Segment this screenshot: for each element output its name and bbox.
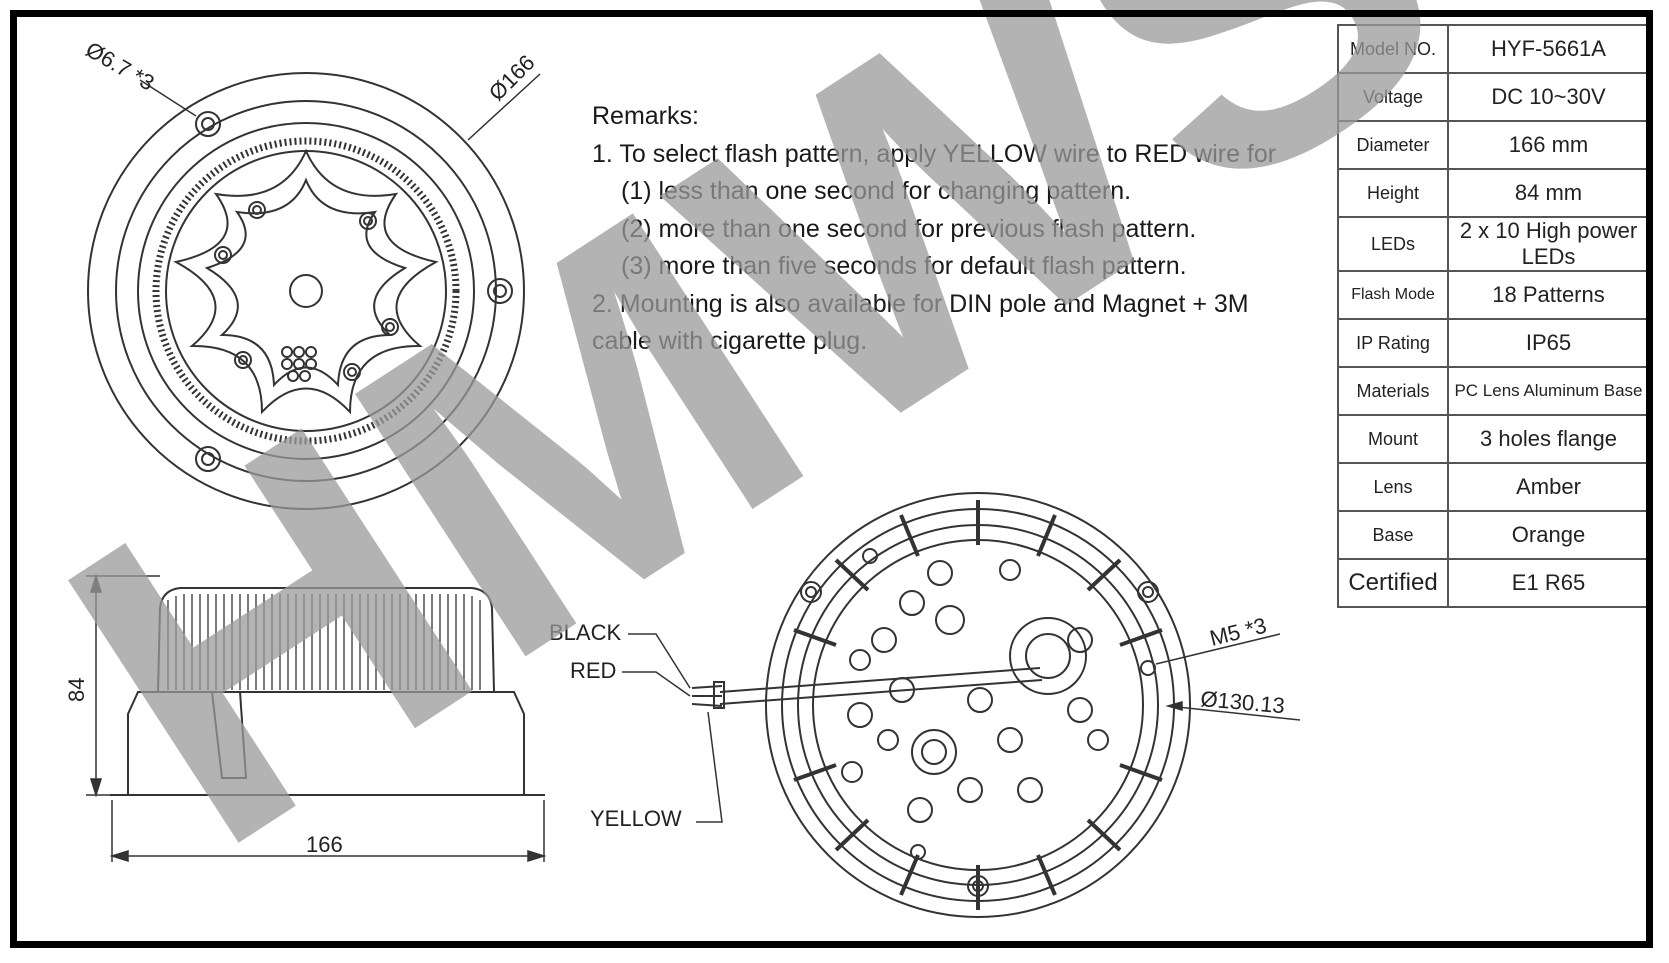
spec-key: Mount xyxy=(1337,414,1449,464)
spec-value: 18 Patterns xyxy=(1447,270,1650,320)
remark-item-1a: (1) less than one second for changing pa… xyxy=(621,177,1132,205)
spec-value: IP65 xyxy=(1447,318,1650,368)
cable xyxy=(691,667,1043,709)
spec-key: Certified xyxy=(1337,558,1449,608)
remark-item-2-cont: cable with cigarette plug. xyxy=(592,327,868,355)
table-row: Model NO.HYF-5661A xyxy=(1337,24,1650,74)
spec-key: Height xyxy=(1337,168,1449,218)
top-view-leaders xyxy=(139,73,541,141)
spec-value: DC 10~30V xyxy=(1447,72,1650,122)
spec-value: Orange xyxy=(1447,510,1650,560)
lens-ribs xyxy=(167,594,481,690)
yellow-wire-label: YELLOW xyxy=(590,806,682,831)
bottom-view xyxy=(765,492,1191,918)
bottom-view-leaders xyxy=(1155,633,1301,721)
remark-item-2: 2. Mounting is also available for DIN po… xyxy=(592,289,1249,318)
spec-key: Diameter xyxy=(1337,120,1449,170)
remarks-title: Remarks: xyxy=(592,102,699,130)
spec-value: HYF-5661A xyxy=(1447,24,1650,74)
spec-value: E1 R65 xyxy=(1447,558,1650,608)
remark-item-1b: (2) more than one second for previous fl… xyxy=(621,214,1197,243)
spec-key: Voltage xyxy=(1337,72,1449,122)
bottom-ribs xyxy=(793,500,1163,910)
wire-leaders xyxy=(622,633,723,823)
spec-key: IP Rating xyxy=(1337,318,1449,368)
black-wire-label: BLACK xyxy=(549,620,621,645)
side-view xyxy=(110,587,545,796)
spec-key: LEDs xyxy=(1337,216,1449,272)
spec-value: 2 x 10 High power LEDs xyxy=(1447,216,1650,272)
top-view xyxy=(87,72,525,510)
spec-value: 84 mm xyxy=(1447,168,1650,218)
remark-item-1: 1. To select flash pattern, apply YELLOW… xyxy=(592,139,1277,168)
spec-key: Materials xyxy=(1337,366,1449,416)
border-frame xyxy=(10,10,1653,948)
remark-item-1c: (3) more than five seconds for default f… xyxy=(621,252,1187,280)
remarks-block: Remarks: 1. To select flash pattern, app… xyxy=(592,98,1332,361)
spec-key: Lens xyxy=(1337,462,1449,512)
spec-key: Base xyxy=(1337,510,1449,560)
spec-key: Flash Mode xyxy=(1337,270,1449,320)
spec-value: 3 holes flange xyxy=(1447,414,1650,464)
height-dimension-label: 84 xyxy=(64,678,89,702)
width-dimension-label: 166 xyxy=(306,832,343,857)
spec-value: PC Lens Aluminum Base xyxy=(1447,366,1650,416)
red-wire-label: RED xyxy=(570,658,616,683)
side-view-dimensions xyxy=(86,573,547,863)
spec-key: Model NO. xyxy=(1337,24,1449,74)
